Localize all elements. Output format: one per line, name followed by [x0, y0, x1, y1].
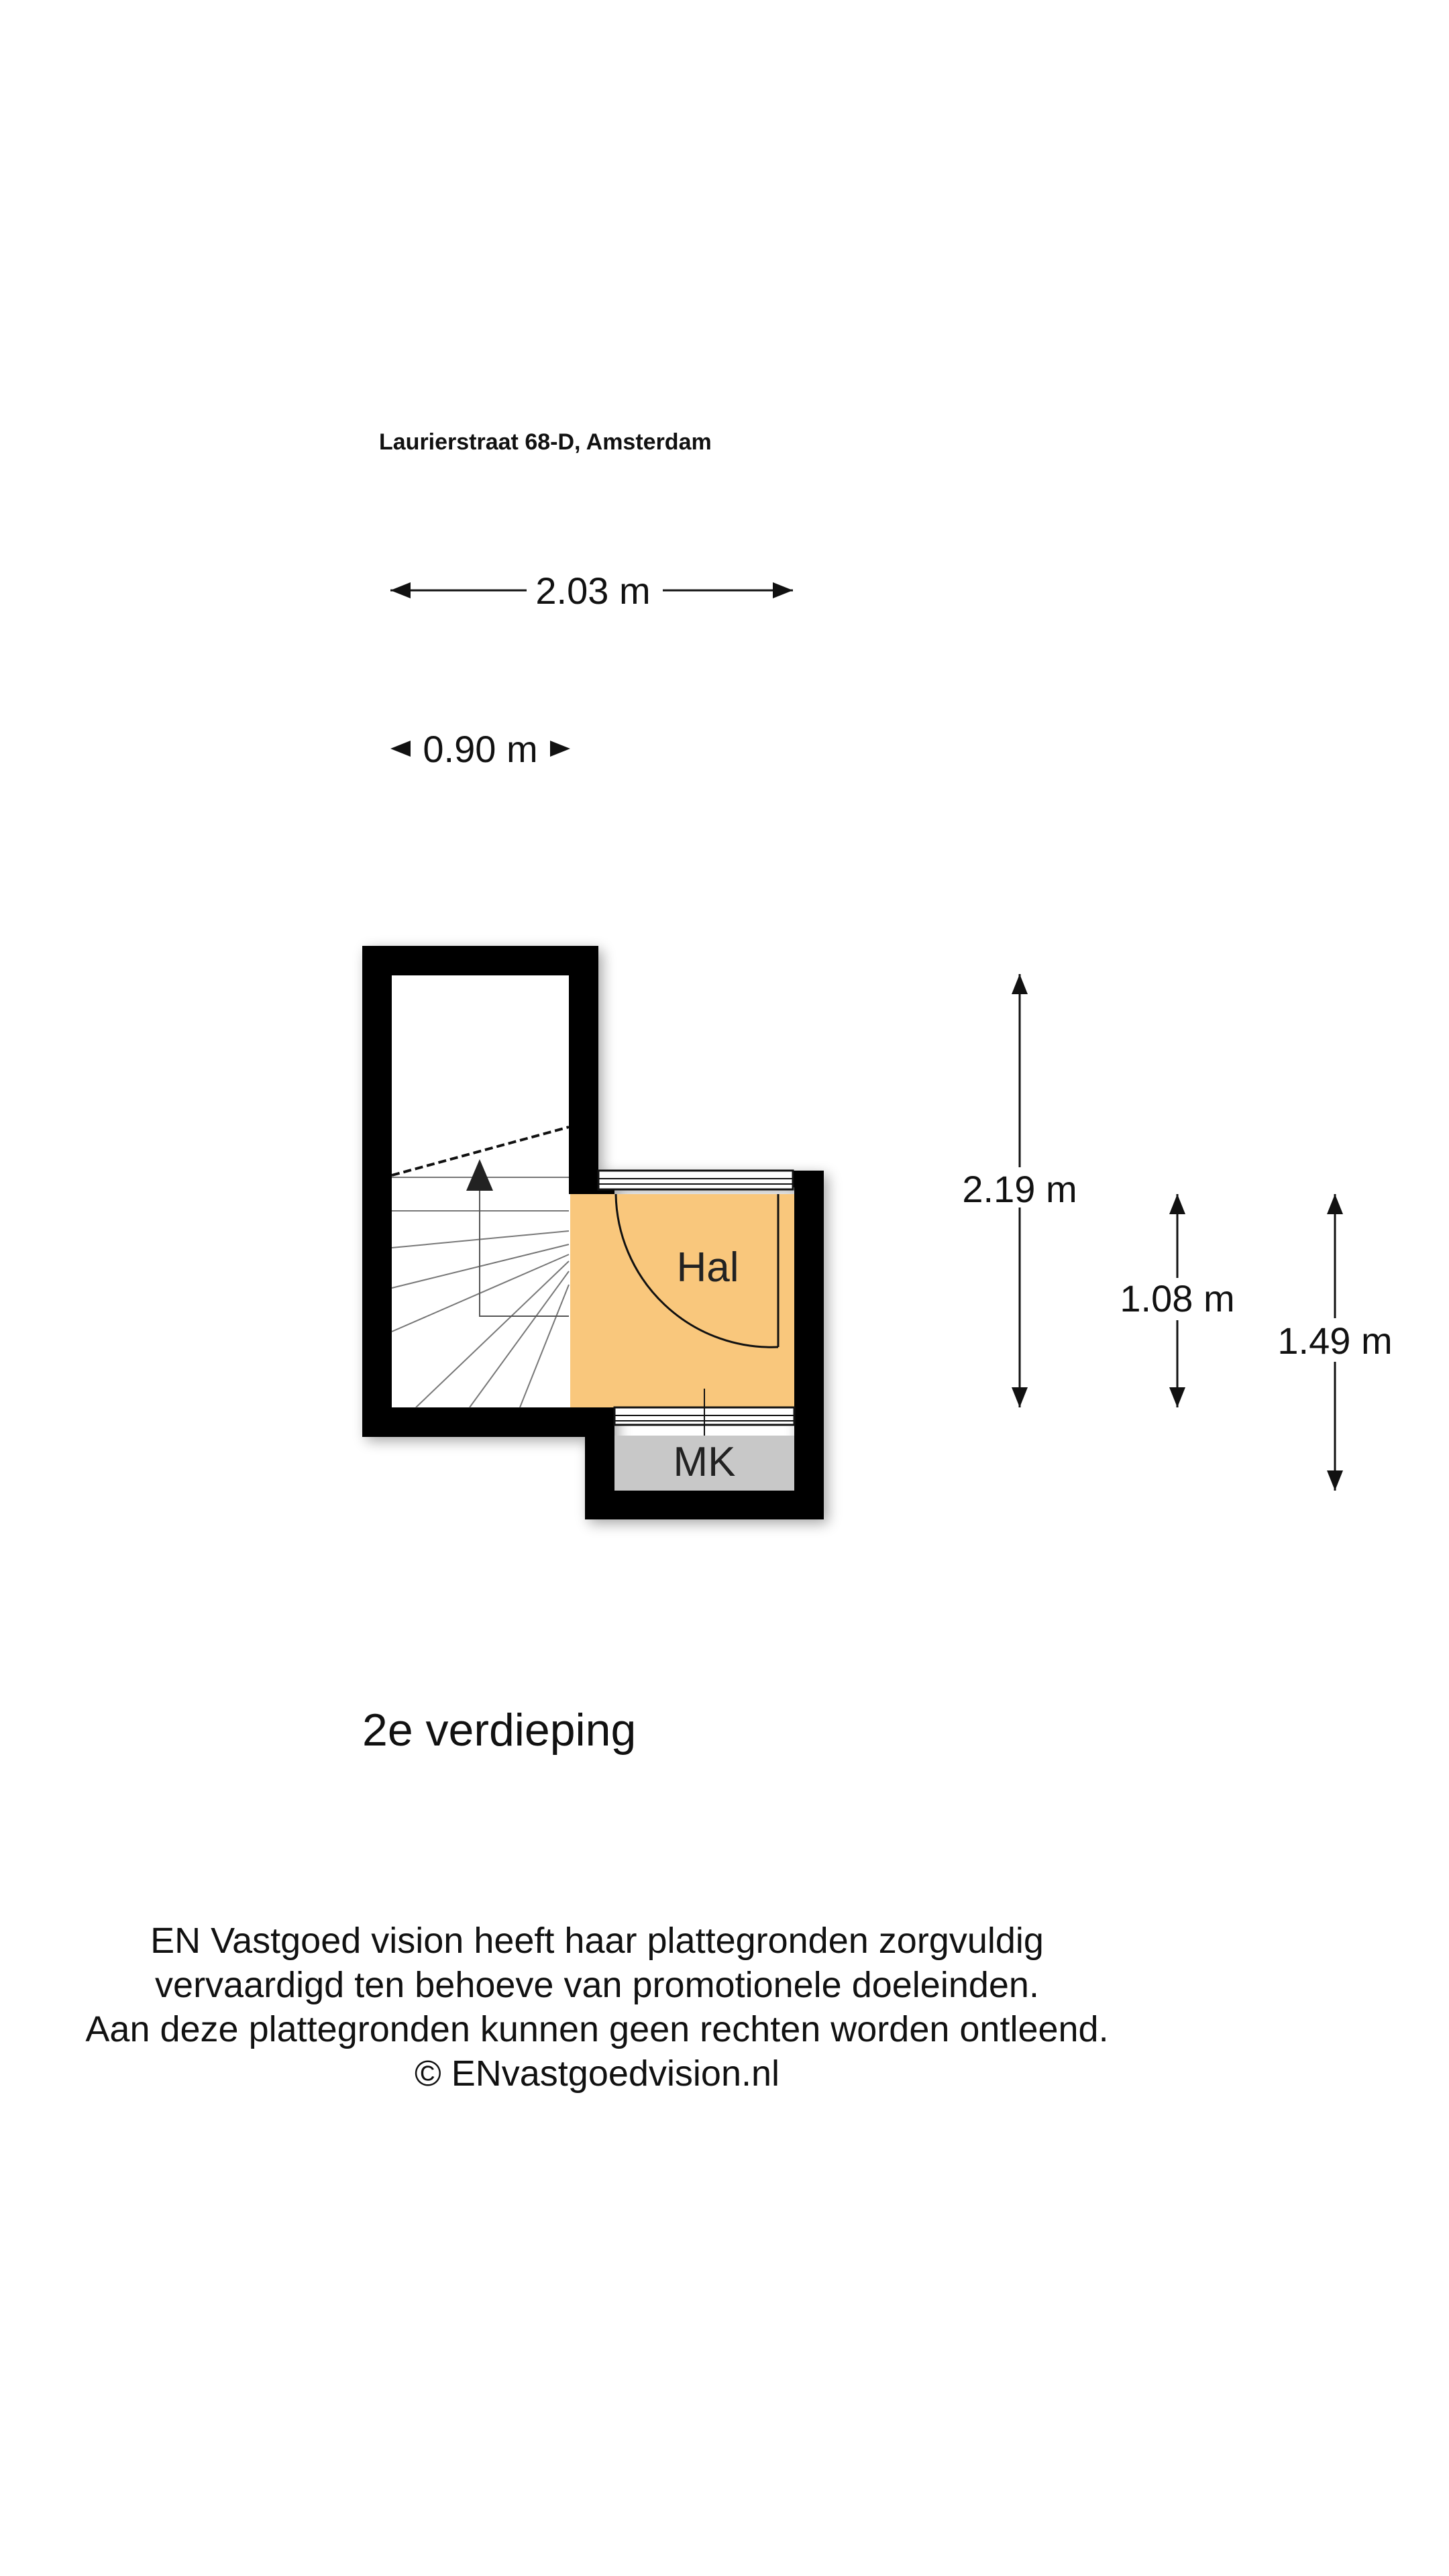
dimension-width-stair: 0.90 m [390, 728, 570, 770]
dimension-height-total: 2.19 m [962, 974, 1077, 1407]
dimension-label: 2.19 m [962, 1168, 1077, 1210]
dimension-height-hal: 1.08 m [1120, 1194, 1235, 1407]
disclaimer-line: © ENvastgoedvision.nl [414, 2053, 780, 2094]
stairs [391, 1126, 570, 1408]
window-top [597, 1169, 794, 1191]
disclaimer-line: vervaardigd ten behoeve van promotionele… [155, 1965, 1039, 2005]
dimension-label: 1.08 m [1120, 1277, 1234, 1320]
disclaimer: EN Vastgoed vision heeft haar plattegron… [0, 1919, 1194, 2096]
room-label-mk: MK [674, 1439, 736, 1485]
disclaimer-line: Aan deze plattegronden kunnen geen recht… [85, 2009, 1109, 2049]
door-swing [614, 1193, 780, 1348]
address-title: Laurierstraat 68-D, Amsterdam [379, 429, 712, 455]
floor-label: 2e verdieping [362, 1705, 637, 1756]
dimension-height-with-mk: 1.49 m [1277, 1194, 1393, 1491]
room-hal [570, 1194, 794, 1407]
dimension-width-total: 2.03 m [390, 570, 793, 612]
wall-corner [585, 1407, 614, 1437]
room-label-hal: Hal [676, 1244, 739, 1291]
dimension-label: 2.03 m [535, 570, 650, 612]
disclaimer-line: EN Vastgoed vision heeft haar plattegron… [150, 1921, 1044, 1961]
room-mk [614, 1436, 794, 1491]
dimension-label: 1.49 m [1277, 1320, 1392, 1362]
dimension-label: 0.90 m [423, 728, 537, 770]
